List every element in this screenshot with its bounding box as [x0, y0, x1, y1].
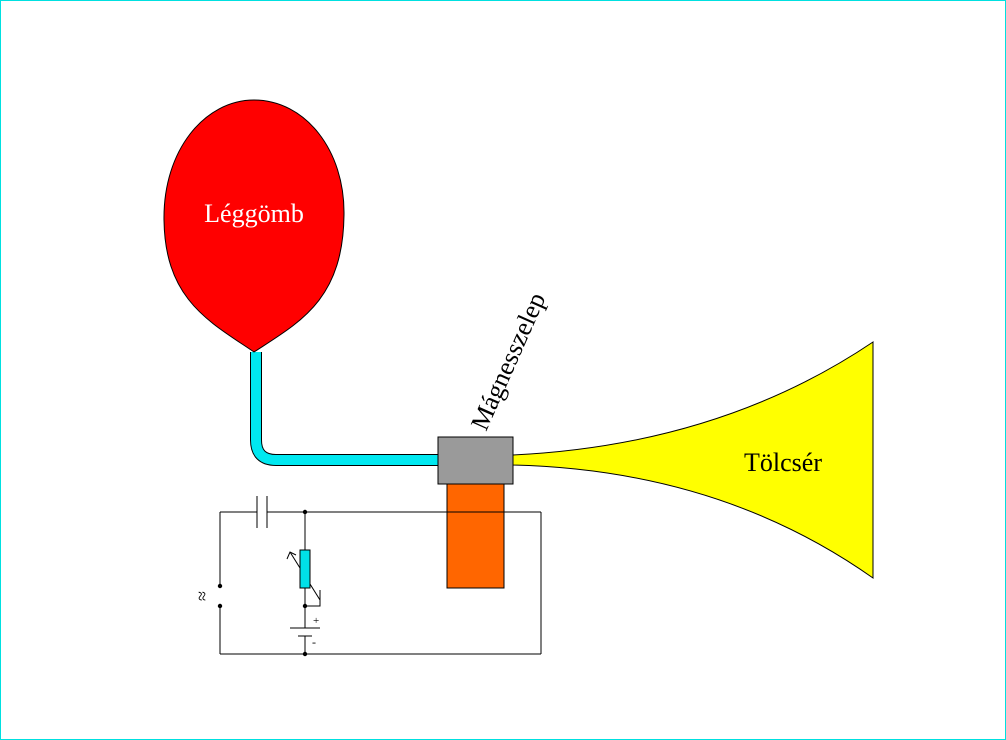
battery-plus-label: + — [313, 615, 319, 627]
valve-coil — [446, 483, 505, 589]
valve-body — [437, 436, 514, 485]
junction-dot — [302, 651, 308, 657]
variable-resistor — [299, 549, 311, 589]
junction-dot — [302, 603, 308, 609]
balloon-shape — [163, 99, 345, 353]
air-tube — [251, 352, 438, 465]
horn-shape — [512, 341, 874, 579]
ac-source-symbol: ≈ — [192, 591, 212, 601]
balloon-label: Léggömb — [204, 199, 304, 228]
battery-minus-label: - — [312, 635, 316, 649]
circuit — [219, 496, 542, 655]
air-tube-outline — [250, 352, 438, 466]
valve-label: Mágnesszelep — [465, 288, 551, 434]
horn-label: Tölcsér — [744, 448, 822, 477]
ac-terminal-dot — [217, 583, 223, 589]
ac-terminal-dot — [217, 603, 223, 609]
junction-dot — [302, 509, 308, 515]
